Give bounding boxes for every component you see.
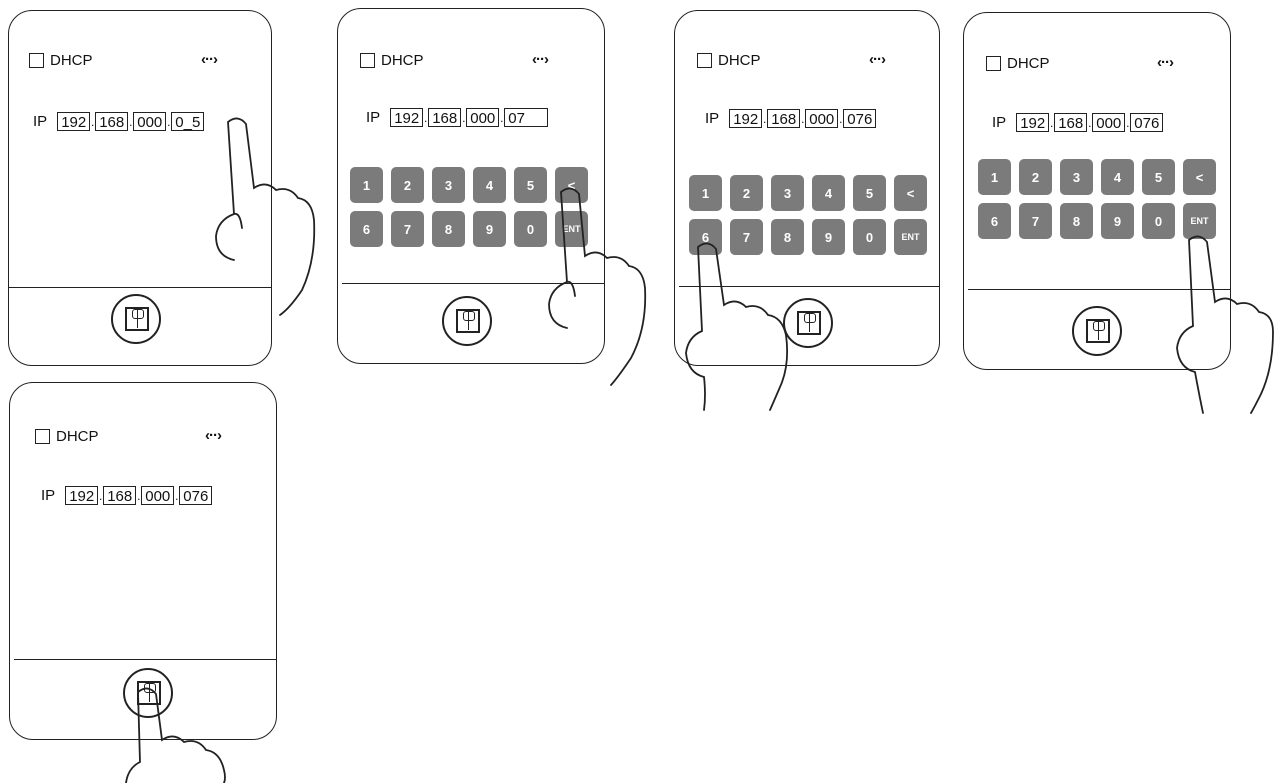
ip-octet-1[interactable]: 192 <box>729 109 762 128</box>
ip-address-row: IP 192. 168. 000. 076 <box>992 111 1163 133</box>
key-4[interactable]: 4 <box>1101 159 1134 195</box>
ip-octet-3[interactable]: 000 <box>133 112 166 131</box>
key-enter[interactable]: ENT <box>894 219 927 255</box>
key-backspace[interactable]: < <box>1183 159 1216 195</box>
dhcp-option[interactable]: DHCP <box>35 425 99 447</box>
home-menu-button[interactable] <box>1072 306 1122 356</box>
ip-octet-1[interactable]: 192 <box>1016 113 1049 132</box>
key-backspace[interactable]: < <box>894 175 927 211</box>
network-arrows-icon[interactable]: ‹··› <box>532 51 548 68</box>
network-arrows-icon[interactable]: ‹··› <box>205 427 221 444</box>
key-3[interactable]: 3 <box>771 175 804 211</box>
key-5[interactable]: 5 <box>514 167 547 203</box>
key-1[interactable]: 1 <box>978 159 1011 195</box>
key-9[interactable]: 9 <box>812 219 845 255</box>
key-5[interactable]: 5 <box>853 175 886 211</box>
ip-label: IP <box>33 113 47 130</box>
ip-address-row: IP 192. 168. 000. 0_5 <box>33 110 204 132</box>
key-6[interactable]: 6 <box>350 211 383 247</box>
dhcp-label: DHCP <box>50 52 93 69</box>
key-2[interactable]: 2 <box>391 167 424 203</box>
dhcp-option[interactable]: DHCP <box>29 49 93 71</box>
ip-octet-3[interactable]: 000 <box>141 486 174 505</box>
key-6[interactable]: 6 <box>978 203 1011 239</box>
dhcp-label: DHCP <box>56 428 99 445</box>
ip-octet-2[interactable]: 168 <box>1054 113 1087 132</box>
key-5[interactable]: 5 <box>1142 159 1175 195</box>
ip-octet-2[interactable]: 168 <box>95 112 128 131</box>
ip-address-row: IP 192. 168. 000. 076 <box>41 484 212 506</box>
network-arrows-icon[interactable]: ‹··› <box>201 51 217 68</box>
dhcp-checkbox[interactable] <box>35 429 50 444</box>
key-4[interactable]: 4 <box>812 175 845 211</box>
key-2[interactable]: 2 <box>730 175 763 211</box>
key-1[interactable]: 1 <box>689 175 722 211</box>
key-4[interactable]: 4 <box>473 167 506 203</box>
ip-label: IP <box>366 109 380 126</box>
key-9[interactable]: 9 <box>473 211 506 247</box>
key-7[interactable]: 7 <box>391 211 424 247</box>
dhcp-label: DHCP <box>381 52 424 69</box>
dhcp-checkbox[interactable] <box>986 56 1001 71</box>
dhcp-checkbox[interactable] <box>360 53 375 68</box>
key-0[interactable]: 0 <box>1142 203 1175 239</box>
key-1[interactable]: 1 <box>350 167 383 203</box>
bottom-divider <box>14 659 276 660</box>
key-7[interactable]: 7 <box>1019 203 1052 239</box>
ip-label: IP <box>705 110 719 127</box>
ip-address-row: IP 192. 168. 000. 076 <box>705 107 876 129</box>
dhcp-label: DHCP <box>1007 55 1050 72</box>
ip-octet-4[interactable]: 07 <box>504 108 548 127</box>
key-3[interactable]: 3 <box>1060 159 1093 195</box>
ip-octet-2[interactable]: 168 <box>103 486 136 505</box>
key-2[interactable]: 2 <box>1019 159 1052 195</box>
dhcp-label: DHCP <box>718 52 761 69</box>
dhcp-checkbox[interactable] <box>697 53 712 68</box>
ip-octet-3[interactable]: 000 <box>1092 113 1125 132</box>
ip-octet-1[interactable]: 192 <box>57 112 90 131</box>
ip-label: IP <box>41 487 55 504</box>
network-arrows-icon[interactable]: ‹··› <box>1157 54 1173 71</box>
pointing-hand-icon <box>545 180 650 385</box>
dhcp-option[interactable]: DHCP <box>697 49 761 71</box>
pointing-hand-icon <box>210 110 320 315</box>
ip-octet-4[interactable]: 0_5 <box>171 112 204 131</box>
dhcp-option[interactable]: DHCP <box>986 52 1050 74</box>
pointing-hand-icon <box>120 680 235 783</box>
ip-octet-1[interactable]: 192 <box>65 486 98 505</box>
ip-octet-2[interactable]: 168 <box>428 108 461 127</box>
key-3[interactable]: 3 <box>432 167 465 203</box>
key-0[interactable]: 0 <box>514 211 547 247</box>
key-0[interactable]: 0 <box>853 219 886 255</box>
ip-address-row: IP 192. 168. 000. 07 <box>366 106 548 128</box>
ip-octet-1[interactable]: 192 <box>390 108 423 127</box>
ip-octet-4[interactable]: 076 <box>843 109 876 128</box>
home-menu-button[interactable] <box>111 294 161 344</box>
ip-octet-3[interactable]: 000 <box>805 109 838 128</box>
home-menu-button[interactable] <box>442 296 492 346</box>
ip-octet-4[interactable]: 076 <box>179 486 212 505</box>
pointing-hand-icon <box>1173 228 1277 413</box>
dhcp-option[interactable]: DHCP <box>360 49 424 71</box>
key-8[interactable]: 8 <box>432 211 465 247</box>
key-9[interactable]: 9 <box>1101 203 1134 239</box>
ip-label: IP <box>992 114 1006 131</box>
pointing-hand-icon <box>684 235 796 410</box>
ip-octet-2[interactable]: 168 <box>767 109 800 128</box>
network-arrows-icon[interactable]: ‹··› <box>869 51 885 68</box>
ip-octet-3[interactable]: 000 <box>466 108 499 127</box>
ip-octet-4[interactable]: 076 <box>1130 113 1163 132</box>
key-8[interactable]: 8 <box>1060 203 1093 239</box>
numeric-keypad: 1 2 3 4 5 < 6 7 8 9 0 ENT <box>978 159 1216 239</box>
dhcp-checkbox[interactable] <box>29 53 44 68</box>
